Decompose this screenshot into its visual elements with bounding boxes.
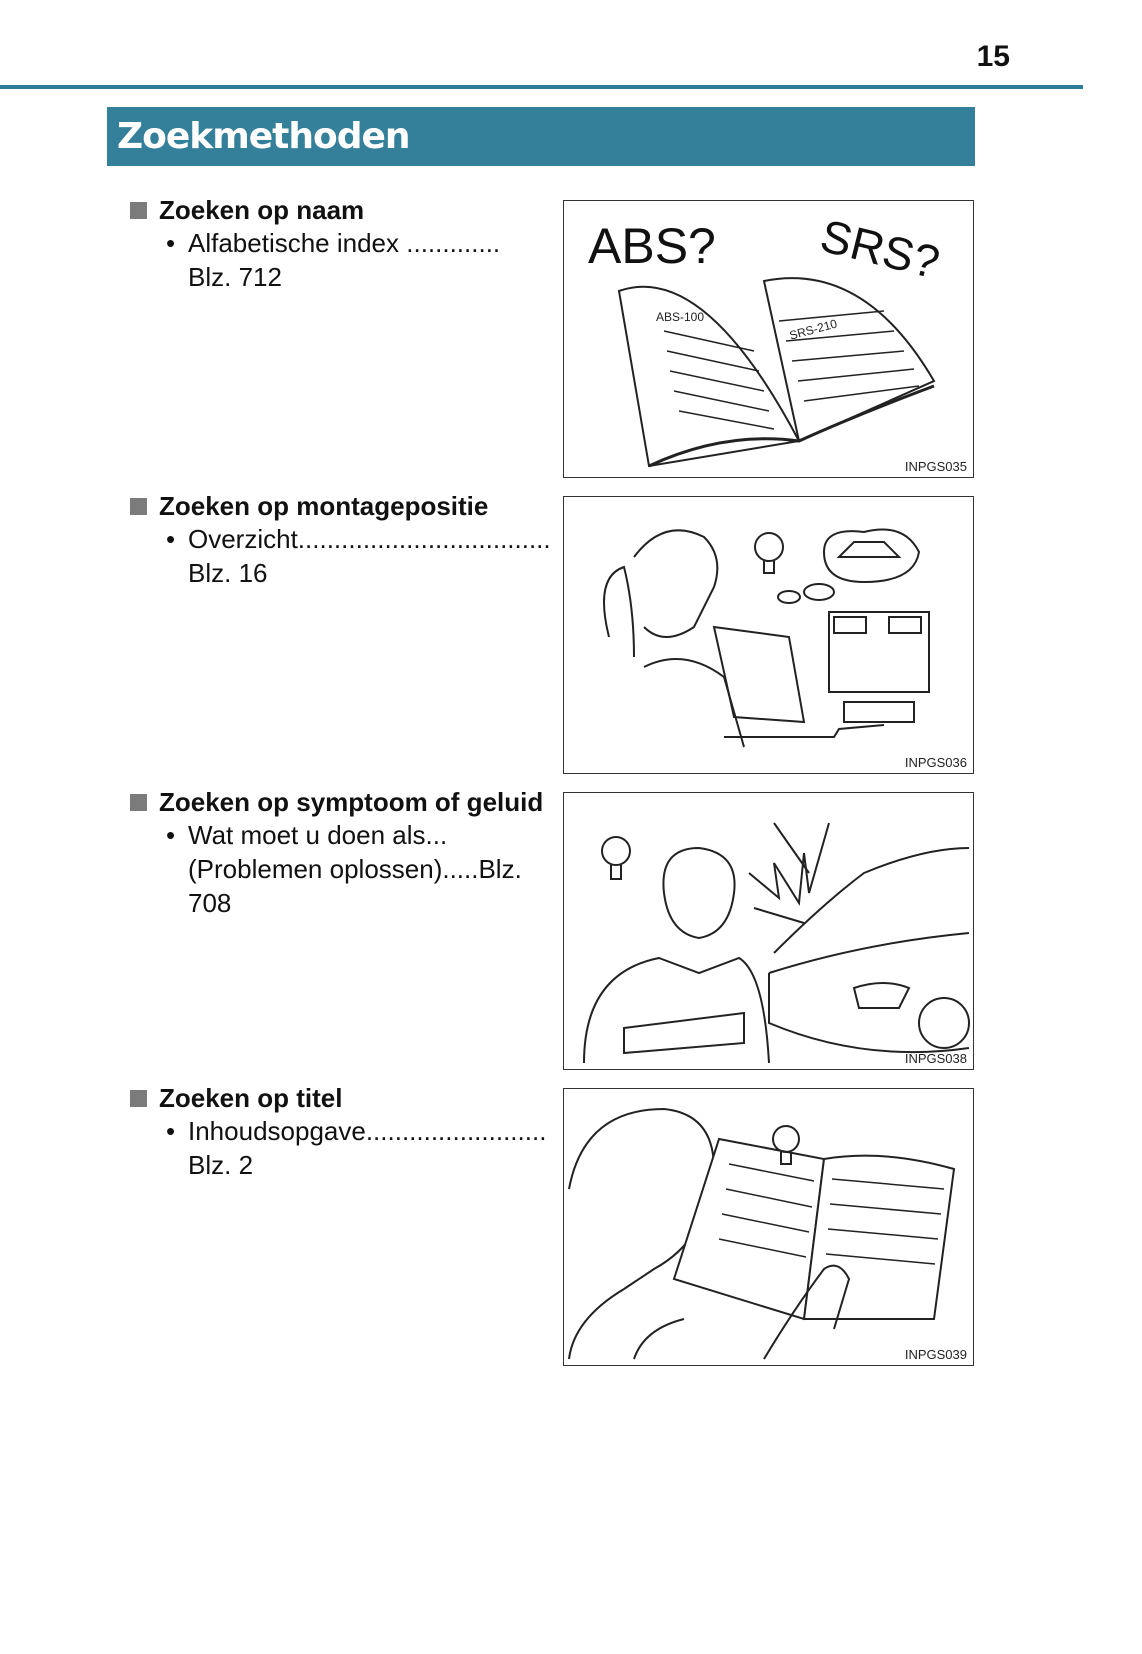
figure-code: INPGS039 bbox=[904, 1347, 967, 1362]
bullet-icon: • bbox=[166, 1116, 176, 1146]
section-position-search: Zoeken op montagepositie • Overzicht.....… bbox=[130, 490, 551, 590]
section-title-search: Zoeken op titel • Inhoudsopgave..........… bbox=[130, 1082, 550, 1182]
section-symptom-search: Zoeken op symptoom of geluid • Wat moet u… bbox=[130, 786, 550, 920]
figure-code: INPGS035 bbox=[904, 459, 967, 474]
header-rule bbox=[0, 85, 1083, 89]
illustration-driver-manual: INPGS036 bbox=[563, 496, 974, 774]
section-heading: Zoeken op symptoom of geluid bbox=[159, 786, 544, 817]
illustration-reader-contents: INPGS039 bbox=[563, 1088, 974, 1366]
illustration-man-car-noise: INPGS038 bbox=[563, 792, 974, 1070]
page-title: Zoekmethoden bbox=[117, 116, 411, 157]
abs-question-lettering: ABS? bbox=[588, 218, 716, 274]
index-reference[interactable]: Alfabetische index ............. Blz. 71… bbox=[188, 228, 501, 292]
page-number: 15 bbox=[976, 40, 1010, 73]
bullet-icon: • bbox=[166, 524, 176, 554]
square-bullet-icon bbox=[130, 793, 147, 811]
symptom-reference[interactable]: Wat moet u doen als... bbox=[188, 820, 448, 850]
square-bullet-icon bbox=[130, 1089, 147, 1107]
bullet-icon: • bbox=[166, 820, 176, 850]
section-heading: Zoeken op titel bbox=[159, 1082, 343, 1113]
abs-index-lettering: ABS-100 bbox=[656, 310, 704, 324]
section-heading: Zoeken op montagepositie bbox=[159, 490, 489, 521]
figure-code: INPGS038 bbox=[904, 1051, 967, 1066]
illustration-book-abs-srs: ABS? SRS? ABS-100 SRS-210 INPGS035 bbox=[563, 200, 974, 478]
bullet-icon: • bbox=[166, 228, 176, 258]
contents-reference[interactable]: Inhoudsopgave......................... B… bbox=[188, 1116, 547, 1180]
section-heading: Zoeken op naam bbox=[159, 194, 365, 225]
figure-code: INPGS036 bbox=[904, 755, 967, 770]
square-bullet-icon bbox=[130, 201, 147, 219]
overview-reference[interactable]: Overzicht...............................… bbox=[188, 524, 551, 588]
square-bullet-icon bbox=[130, 497, 147, 515]
srs-question-lettering: SRS? bbox=[815, 209, 944, 289]
troubleshooting-reference[interactable]: (Problemen oplossen).....Blz. 708 bbox=[188, 854, 522, 918]
title-bar: Zoekmethoden bbox=[107, 107, 975, 166]
section-name-search: Zoeken op naam • Alfabetische index .....… bbox=[130, 194, 550, 294]
